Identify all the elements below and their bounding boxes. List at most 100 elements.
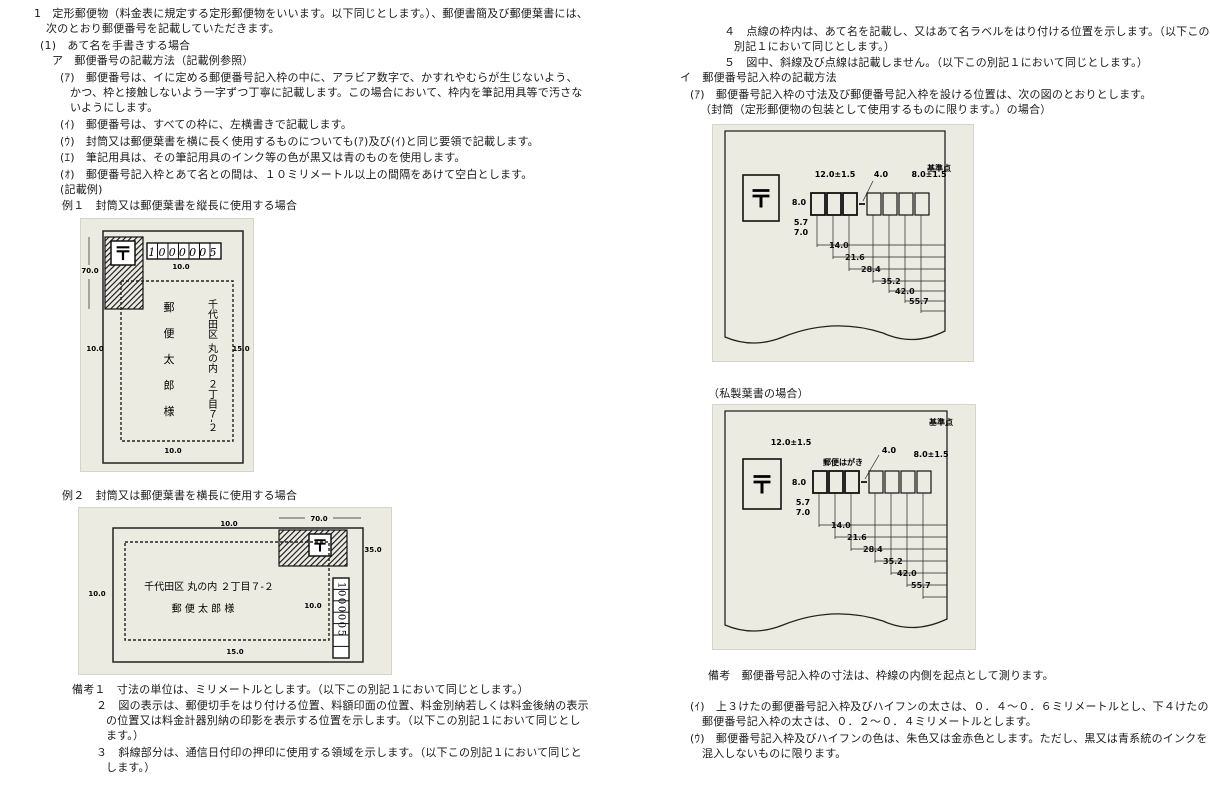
item-i-a: (ｱ) 郵便番号記入枠の寸法及び郵便番号記入枠を設ける位置は、次の図のとおりとし… bbox=[690, 88, 1152, 101]
example-heading: (記載例) bbox=[60, 183, 103, 196]
name-char-5: 様 bbox=[164, 404, 175, 418]
dim-42: 42.0 bbox=[897, 569, 917, 578]
address-line-3: ２丁目７-２ bbox=[206, 379, 218, 432]
example-2-drawing: 〒 70.0 10.0 35.0 千代田区 丸の内 ２丁目７-２ 郵 便 太 郎… bbox=[88, 515, 382, 663]
postcard-label: 郵便はがき bbox=[823, 457, 863, 467]
dim-10-right: 10.0 bbox=[304, 602, 321, 610]
note-2-line-2: の位置又は料金計器別納の印影を表示する位置を示します。（以下この別記１において同… bbox=[106, 714, 581, 727]
item-i-b-line-2: 郵便番号記入枠の太さは、０．２～０．４ミリメートルとします。 bbox=[702, 715, 1037, 728]
postmark-icon: 〒 bbox=[114, 244, 132, 265]
dim-10-bottom: 10.0 bbox=[164, 447, 181, 455]
dim-8-right: 8.0±1.5 bbox=[911, 170, 946, 179]
heading-1: (1) あて名を手書きする場合 bbox=[40, 39, 191, 52]
dim-4: 4.0 bbox=[874, 170, 889, 179]
dim-5-7: 5.7 bbox=[794, 218, 808, 227]
diagram-note: 備考 郵便番号記入枠の寸法は、枠線の内側を起点として測ります。 bbox=[708, 669, 1054, 682]
name-char-2: 便 bbox=[164, 327, 175, 340]
dim-42: 42.0 bbox=[895, 287, 915, 296]
postmark-icon: 〒 bbox=[750, 471, 774, 499]
heading-i: イ 郵便番号記入枠の記載方法 bbox=[680, 71, 837, 84]
dim-8: 8.0 bbox=[792, 478, 807, 487]
postmark-icon: 〒 bbox=[312, 536, 328, 555]
para-1-line-1: 1 定形郵便物（料金表に規定する定形郵便物をいいます。以下同じとします。）、郵便… bbox=[34, 7, 588, 20]
note-2-line-3: ます。） bbox=[106, 729, 145, 742]
zip-number: 1000005 bbox=[148, 246, 219, 259]
dim-10-left: 10.0 bbox=[88, 590, 105, 598]
item-i-c-line-1: (ｳ) 郵便番号記入枠及びハイフンの色は、朱色又は金赤色とします。ただし、黒又は… bbox=[690, 732, 1208, 745]
note-4-line-1: ４ 点線の枠内は、あて名を記載し、又はあて名ラベルをはり付ける位置を示します。（… bbox=[724, 25, 1210, 38]
postcard-zip-diagram: 基準点 郵便はがき 〒 12.0±1.5 4.0 8.0±1.5 8.0 5.7… bbox=[712, 404, 976, 650]
dim-7: 7.0 bbox=[796, 508, 811, 517]
dim-70: 70.0 bbox=[310, 515, 327, 523]
example-1-caption: 例１ 封筒又は郵便葉書を縦長に使用する場合 bbox=[62, 199, 298, 212]
dim-70: 70.0 bbox=[81, 267, 98, 275]
dim-15-right: 15.0 bbox=[232, 345, 249, 353]
item-d: (ｴ) 筆記用具は、その筆記用具のインク等の色が黒又は青のものを使用します。 bbox=[60, 151, 466, 164]
note-3-line-2: します。） bbox=[106, 761, 156, 774]
dim-55-7: 55.7 bbox=[909, 297, 929, 306]
dim-10-top: 10.0 bbox=[172, 263, 189, 271]
heading-a: ア 郵便番号の記載方法（記載例参照） bbox=[52, 54, 254, 67]
dim-35: 35.0 bbox=[364, 546, 381, 554]
address-line-2: 丸の内 bbox=[206, 342, 218, 374]
reference-point: 基準点 bbox=[928, 417, 953, 427]
item-c: (ｳ) 封筒又は郵便葉書を横に長く使用するものについても(ｱ)及び(ｲ)と同じ要… bbox=[60, 135, 539, 148]
dim-28-4: 28.4 bbox=[863, 545, 883, 554]
dim-8-right: 8.0±1.5 bbox=[913, 450, 948, 459]
reference-point: 基準点 bbox=[926, 163, 951, 173]
example-1-drawing: 〒 1000005 70.0 10.0 千代田区 丸の内 ２丁目７-２ 郵 便 … bbox=[81, 230, 250, 464]
note-5: ５ 図中、斜線及び点線は記載しません。（以下この別記１において同じとします。） bbox=[724, 56, 1149, 69]
para-1-line-2: 次のとおり郵便番号を記載していただきます。 bbox=[46, 22, 280, 35]
dim-35-2: 35.2 bbox=[883, 557, 903, 566]
item-b: (ｲ) 郵便番号は、すべての枠に、左横書きで記載します。 bbox=[60, 118, 353, 131]
envelope-zip-diagram: 基準点 〒 12.0±1.5 4.0 8.0±1.5 8.0 5.7 7.0 bbox=[712, 124, 974, 362]
note-4-line-2: 別記１において同じとします。） bbox=[734, 40, 896, 53]
dim-10-top: 10.0 bbox=[220, 520, 237, 528]
dimension-lines bbox=[818, 493, 947, 599]
dim-8: 8.0 bbox=[792, 198, 807, 207]
recipient-name: 郵 便 太 郎 様 bbox=[172, 602, 235, 615]
postmark-icon: 〒 bbox=[749, 185, 773, 213]
dim-21-6: 21.6 bbox=[847, 533, 867, 542]
address-area bbox=[120, 280, 234, 442]
dim-7: 7.0 bbox=[794, 228, 809, 237]
item-a-line-1: (ｱ) 郵便番号は、イに定める郵便番号記入枠の中に、アラビア数字で、かすれやむら… bbox=[60, 71, 578, 84]
name-char-1: 郵 bbox=[164, 301, 175, 314]
dimension-lines bbox=[816, 215, 945, 313]
dim-5-7: 5.7 bbox=[796, 498, 810, 507]
note-3-line-1: ３ 斜線部分は、通信日付印の押印に使用する領域を示します。（以下この別記１におい… bbox=[96, 746, 582, 759]
envelope-zip-drawing: 基準点 〒 12.0±1.5 4.0 8.0±1.5 8.0 5.7 7.0 bbox=[724, 130, 951, 344]
note-2-line-1: ２ 図の表示は、郵便切手をはり付ける位置、料額印面の位置、料金別納若しくは料金後… bbox=[96, 699, 589, 712]
example-1-figure: 〒 1000005 70.0 10.0 千代田区 丸の内 ２丁目７-２ 郵 便 … bbox=[80, 218, 254, 472]
dim-55-7: 55.7 bbox=[911, 581, 931, 590]
address-area bbox=[124, 541, 330, 641]
dim-21-6: 21.6 bbox=[845, 253, 865, 262]
zip-boxes-vertical bbox=[332, 577, 350, 659]
item-i-c-line-2: 混入しないものに限ります。 bbox=[702, 747, 847, 760]
name-char-3: 太 bbox=[164, 353, 175, 366]
note-1: 備考１ 寸法の単位は、ミリメートルとします。（以下この別記１において同じとします… bbox=[72, 683, 529, 696]
zip-number: 1000005 bbox=[336, 582, 347, 638]
zip-boxes bbox=[812, 470, 932, 494]
example-2-figure: 〒 70.0 10.0 35.0 千代田区 丸の内 ２丁目７-２ 郵 便 太 郎… bbox=[78, 507, 392, 675]
dim-35-2: 35.2 bbox=[881, 277, 901, 286]
item-a-line-3: いようにします。 bbox=[70, 101, 159, 114]
item-a-line-2: かつ、枠と接触しないよう一字ずつ丁寧に記載します。この場合において、枠内を筆記用… bbox=[70, 86, 583, 99]
dim-14: 14.0 bbox=[831, 521, 851, 530]
item-i-b-line-1: (ｲ) 上３けたの郵便番号記入枠及びハイフンの太さは、０．４～０．６ミリメートル… bbox=[690, 700, 1209, 713]
address-line: 千代田区 丸の内 ２丁目７-２ bbox=[144, 580, 274, 593]
item-e: (ｵ) 郵便番号記入枠とあて名との間は、１０ミリメートル以上の間隔をあけて空白と… bbox=[60, 168, 533, 181]
dim-10-left: 10.0 bbox=[86, 345, 103, 353]
dim-12: 12.0±1.5 bbox=[771, 438, 812, 447]
zip-boxes bbox=[146, 242, 222, 260]
envelope-case-label: （封筒（定形郵便物の包装として使用するものに限ります。）の場合） bbox=[700, 103, 1052, 116]
dim-4: 4.0 bbox=[882, 446, 897, 455]
name-char-4: 郎 bbox=[164, 378, 175, 392]
dim-15-bottom: 15.0 bbox=[226, 648, 243, 656]
example-2-caption: 例２ 封筒又は郵便葉書を横長に使用する場合 bbox=[62, 489, 298, 502]
postcard-zip-drawing: 基準点 郵便はがき 〒 12.0±1.5 4.0 8.0±1.5 8.0 5.7… bbox=[724, 410, 953, 632]
zip-boxes bbox=[810, 192, 930, 216]
dim-28-4: 28.4 bbox=[861, 265, 881, 274]
dim-14: 14.0 bbox=[829, 241, 849, 250]
dim-12: 12.0±1.5 bbox=[815, 170, 856, 179]
